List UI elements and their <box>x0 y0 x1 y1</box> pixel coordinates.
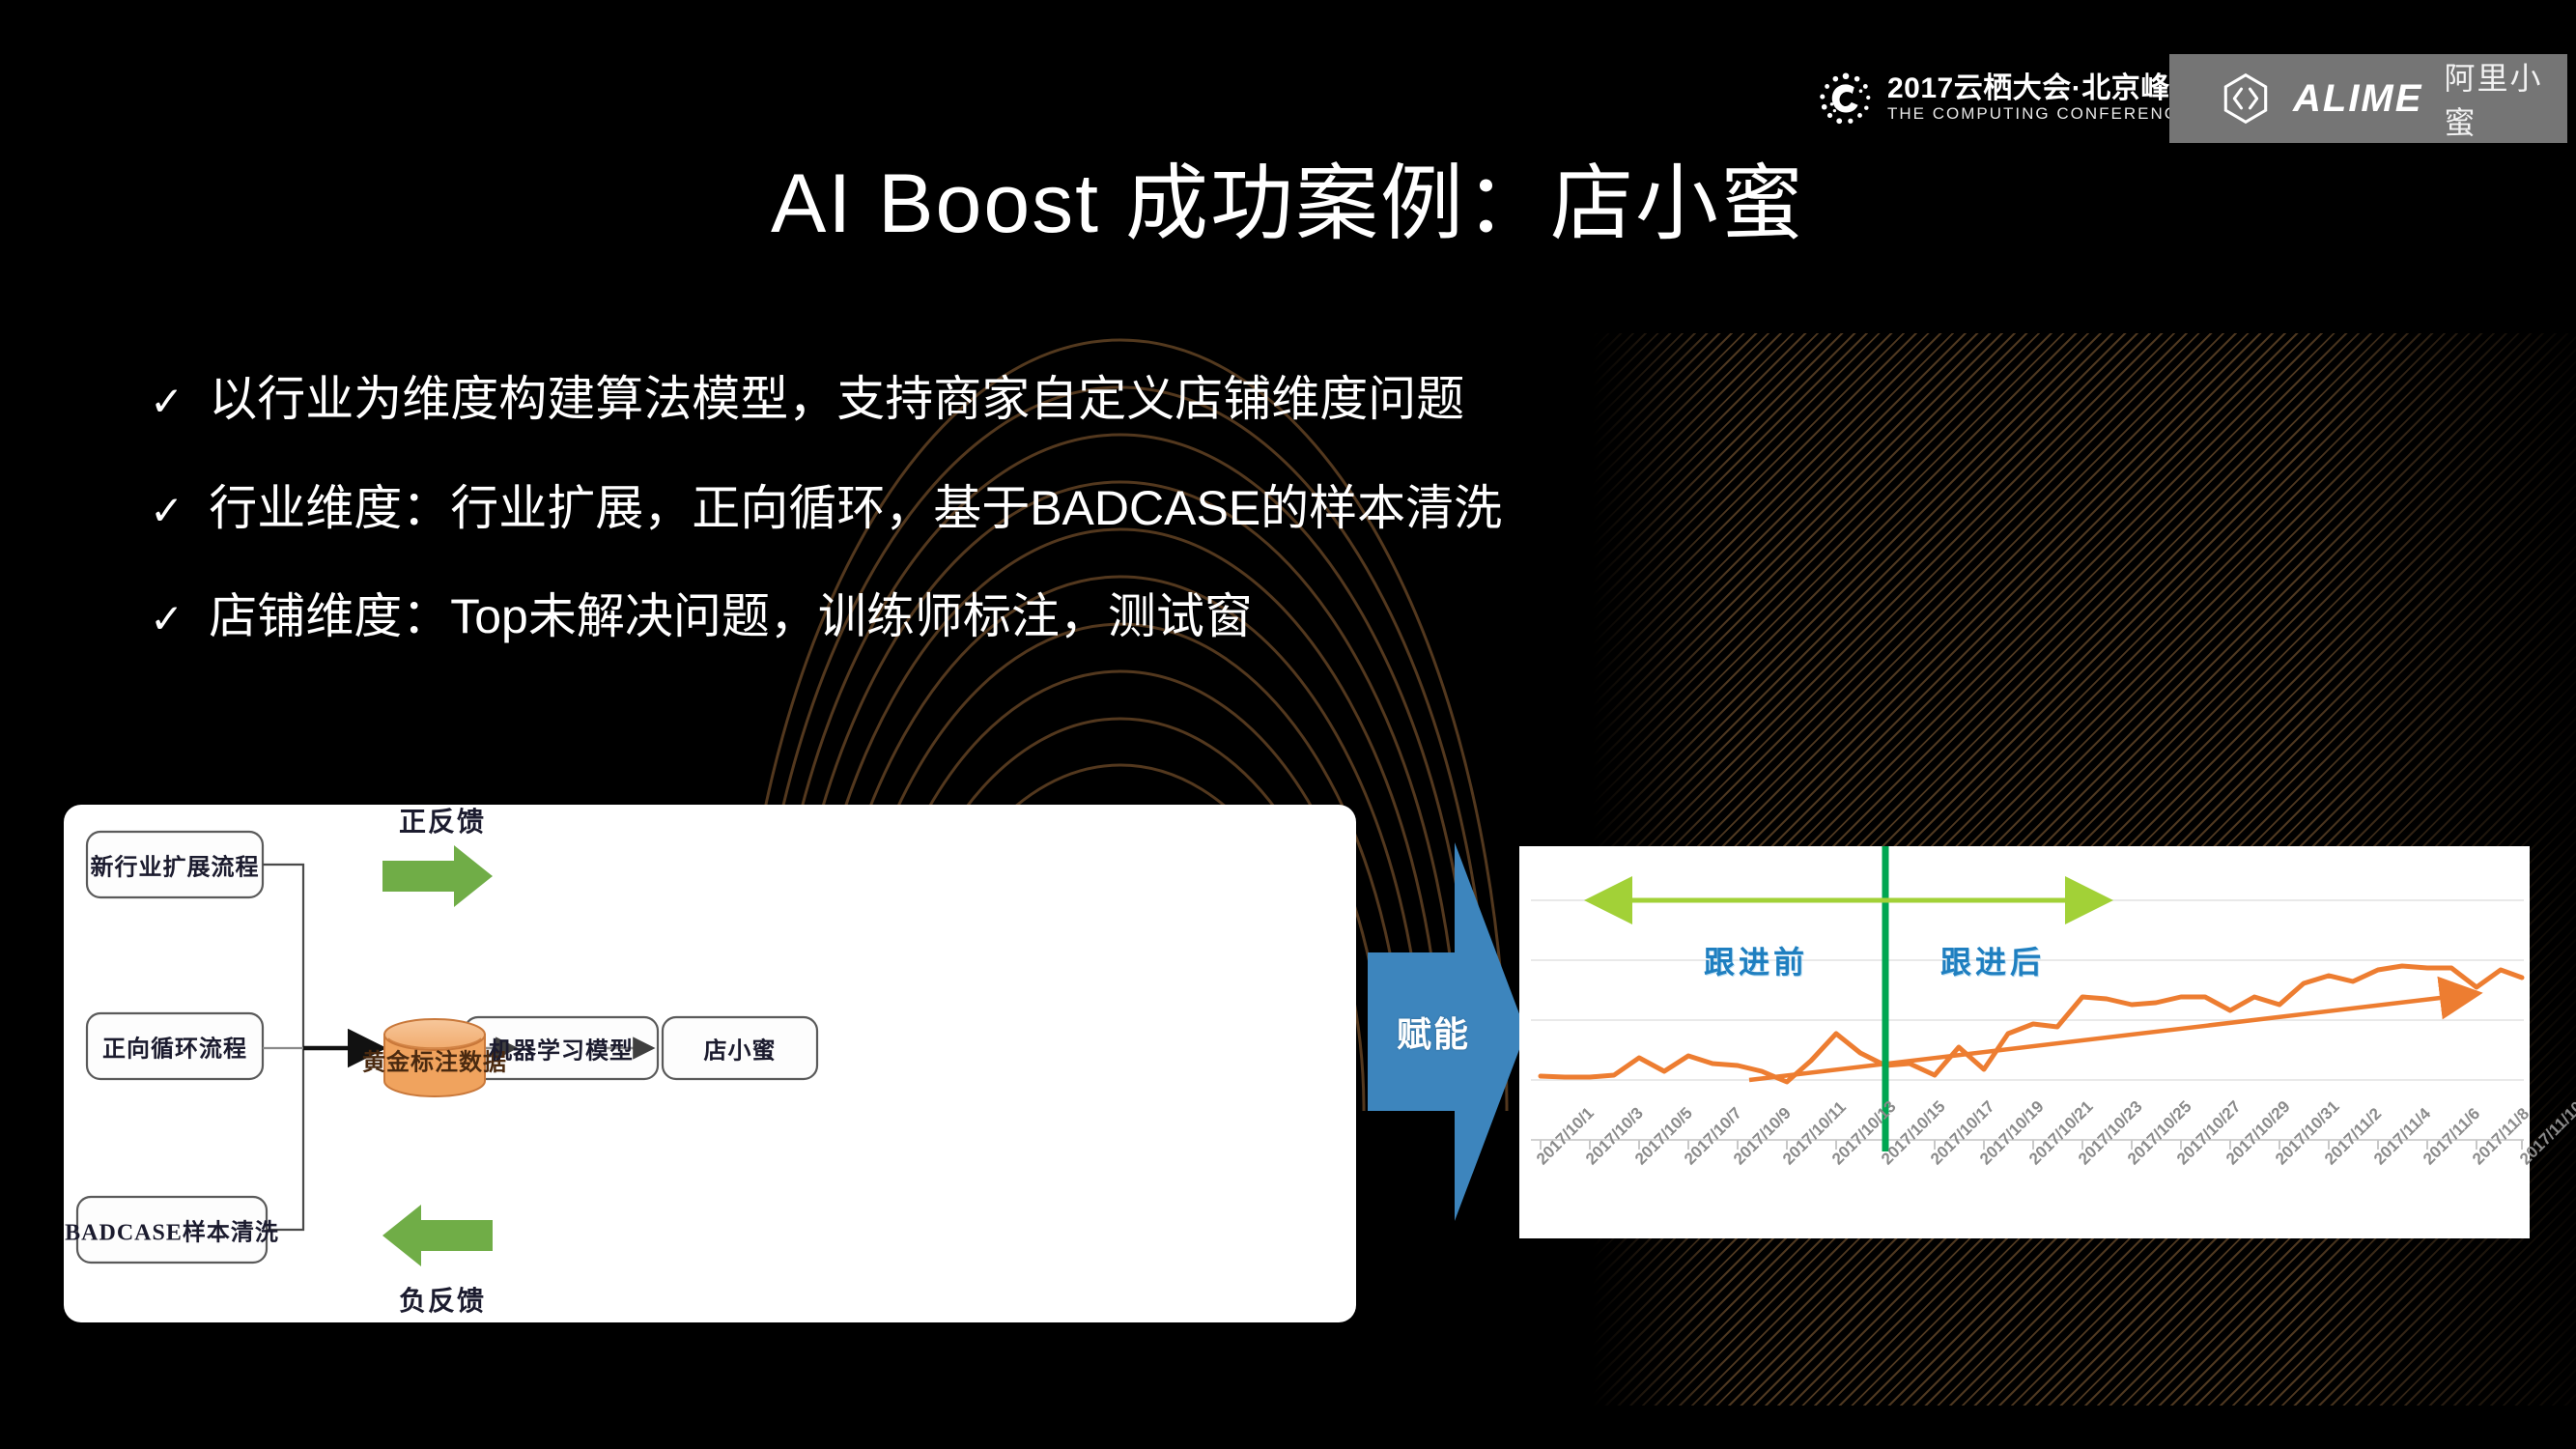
list-item: ✓ 店铺维度：Top未解决问题，训练师标注，测试窗 <box>150 589 1792 645</box>
node-label-gold-data: 黄金标注数据 <box>362 1050 507 1076</box>
bullet-text: 店铺维度：Top未解决问题，训练师标注，测试窗 <box>209 589 1253 643</box>
node-label-dianxiaomi: 店小蜜 <box>703 1038 777 1065</box>
conference-logo: 2017云栖大会·北京峰会 THE COMPUTING CONFERENCE <box>1816 60 2199 137</box>
phase-label-after: 跟进后 <box>1939 945 2046 980</box>
check-icon: ✓ <box>150 379 184 424</box>
alime-product-badge: ALIME 阿里小蜜 <box>2169 54 2567 143</box>
node-label-positive-loop: 正向循环流程 <box>102 1037 247 1063</box>
node-label-new-industry: 新行业扩展流程 <box>90 855 260 881</box>
negative-feedback-label: 负反馈 <box>398 1287 487 1317</box>
list-item: ✓ 行业维度：行业扩展，正向循环，基于BADCASE的样本清洗 <box>150 481 1792 537</box>
performance-chart-card: 跟进前 跟进后 2017/10/1 2017/10/3 2017/10/5 20… <box>1519 846 2576 1238</box>
positive-feedback-arrow <box>382 845 493 907</box>
flow-diagram-graphics <box>75 830 819 1266</box>
bullet-text: 以行业为维度构建算法模型，支持商家自定义店铺维度问题 <box>209 372 1465 426</box>
conference-name-cn: 2017云栖大会·北京峰会 <box>1887 71 2200 104</box>
conference-name-en: THE COMPUTING CONFERENCE <box>1887 104 2192 123</box>
node-label-ml-model: 机器学习模型 <box>489 1038 634 1065</box>
list-item: ✓ 以行业为维度构建算法模型，支持商家自定义店铺维度问题 <box>150 372 1792 428</box>
alime-wordmark: ALIME <box>2293 76 2423 120</box>
conference-c-dots-icon <box>1820 72 1871 125</box>
alime-hexagon-icon <box>2223 72 2268 125</box>
page-title: AI Boost 成功案例：店小蜜 <box>771 157 1805 250</box>
node-label-badcase-clean: BADCASE样本清洗 <box>65 1220 279 1246</box>
check-icon: ✓ <box>150 596 184 641</box>
performance-line-chart <box>1531 846 2525 1151</box>
bullet-list: ✓ 以行业为维度构建算法模型，支持商家自定义店铺维度问题 ✓ 行业维度：行业扩展… <box>150 372 1792 698</box>
positive-feedback-label: 正反馈 <box>398 808 487 838</box>
negative-feedback-arrow <box>382 1205 493 1266</box>
flow-diagram-card: 新行业扩展流程 正向循环流程 BADCASE样本清洗 黄金标注数据 机器学习模型… <box>64 805 1356 1322</box>
alime-name-cn: 阿里小蜜 <box>2444 61 2543 140</box>
phase-label-before: 跟进前 <box>1703 945 1809 980</box>
enablement-label: 赋能 <box>1396 1014 1470 1054</box>
enablement-arrow <box>1368 842 1526 1221</box>
bullet-text: 行业维度：行业扩展，正向循环，基于BADCASE的样本清洗 <box>209 480 1503 535</box>
check-icon: ✓ <box>150 487 184 533</box>
